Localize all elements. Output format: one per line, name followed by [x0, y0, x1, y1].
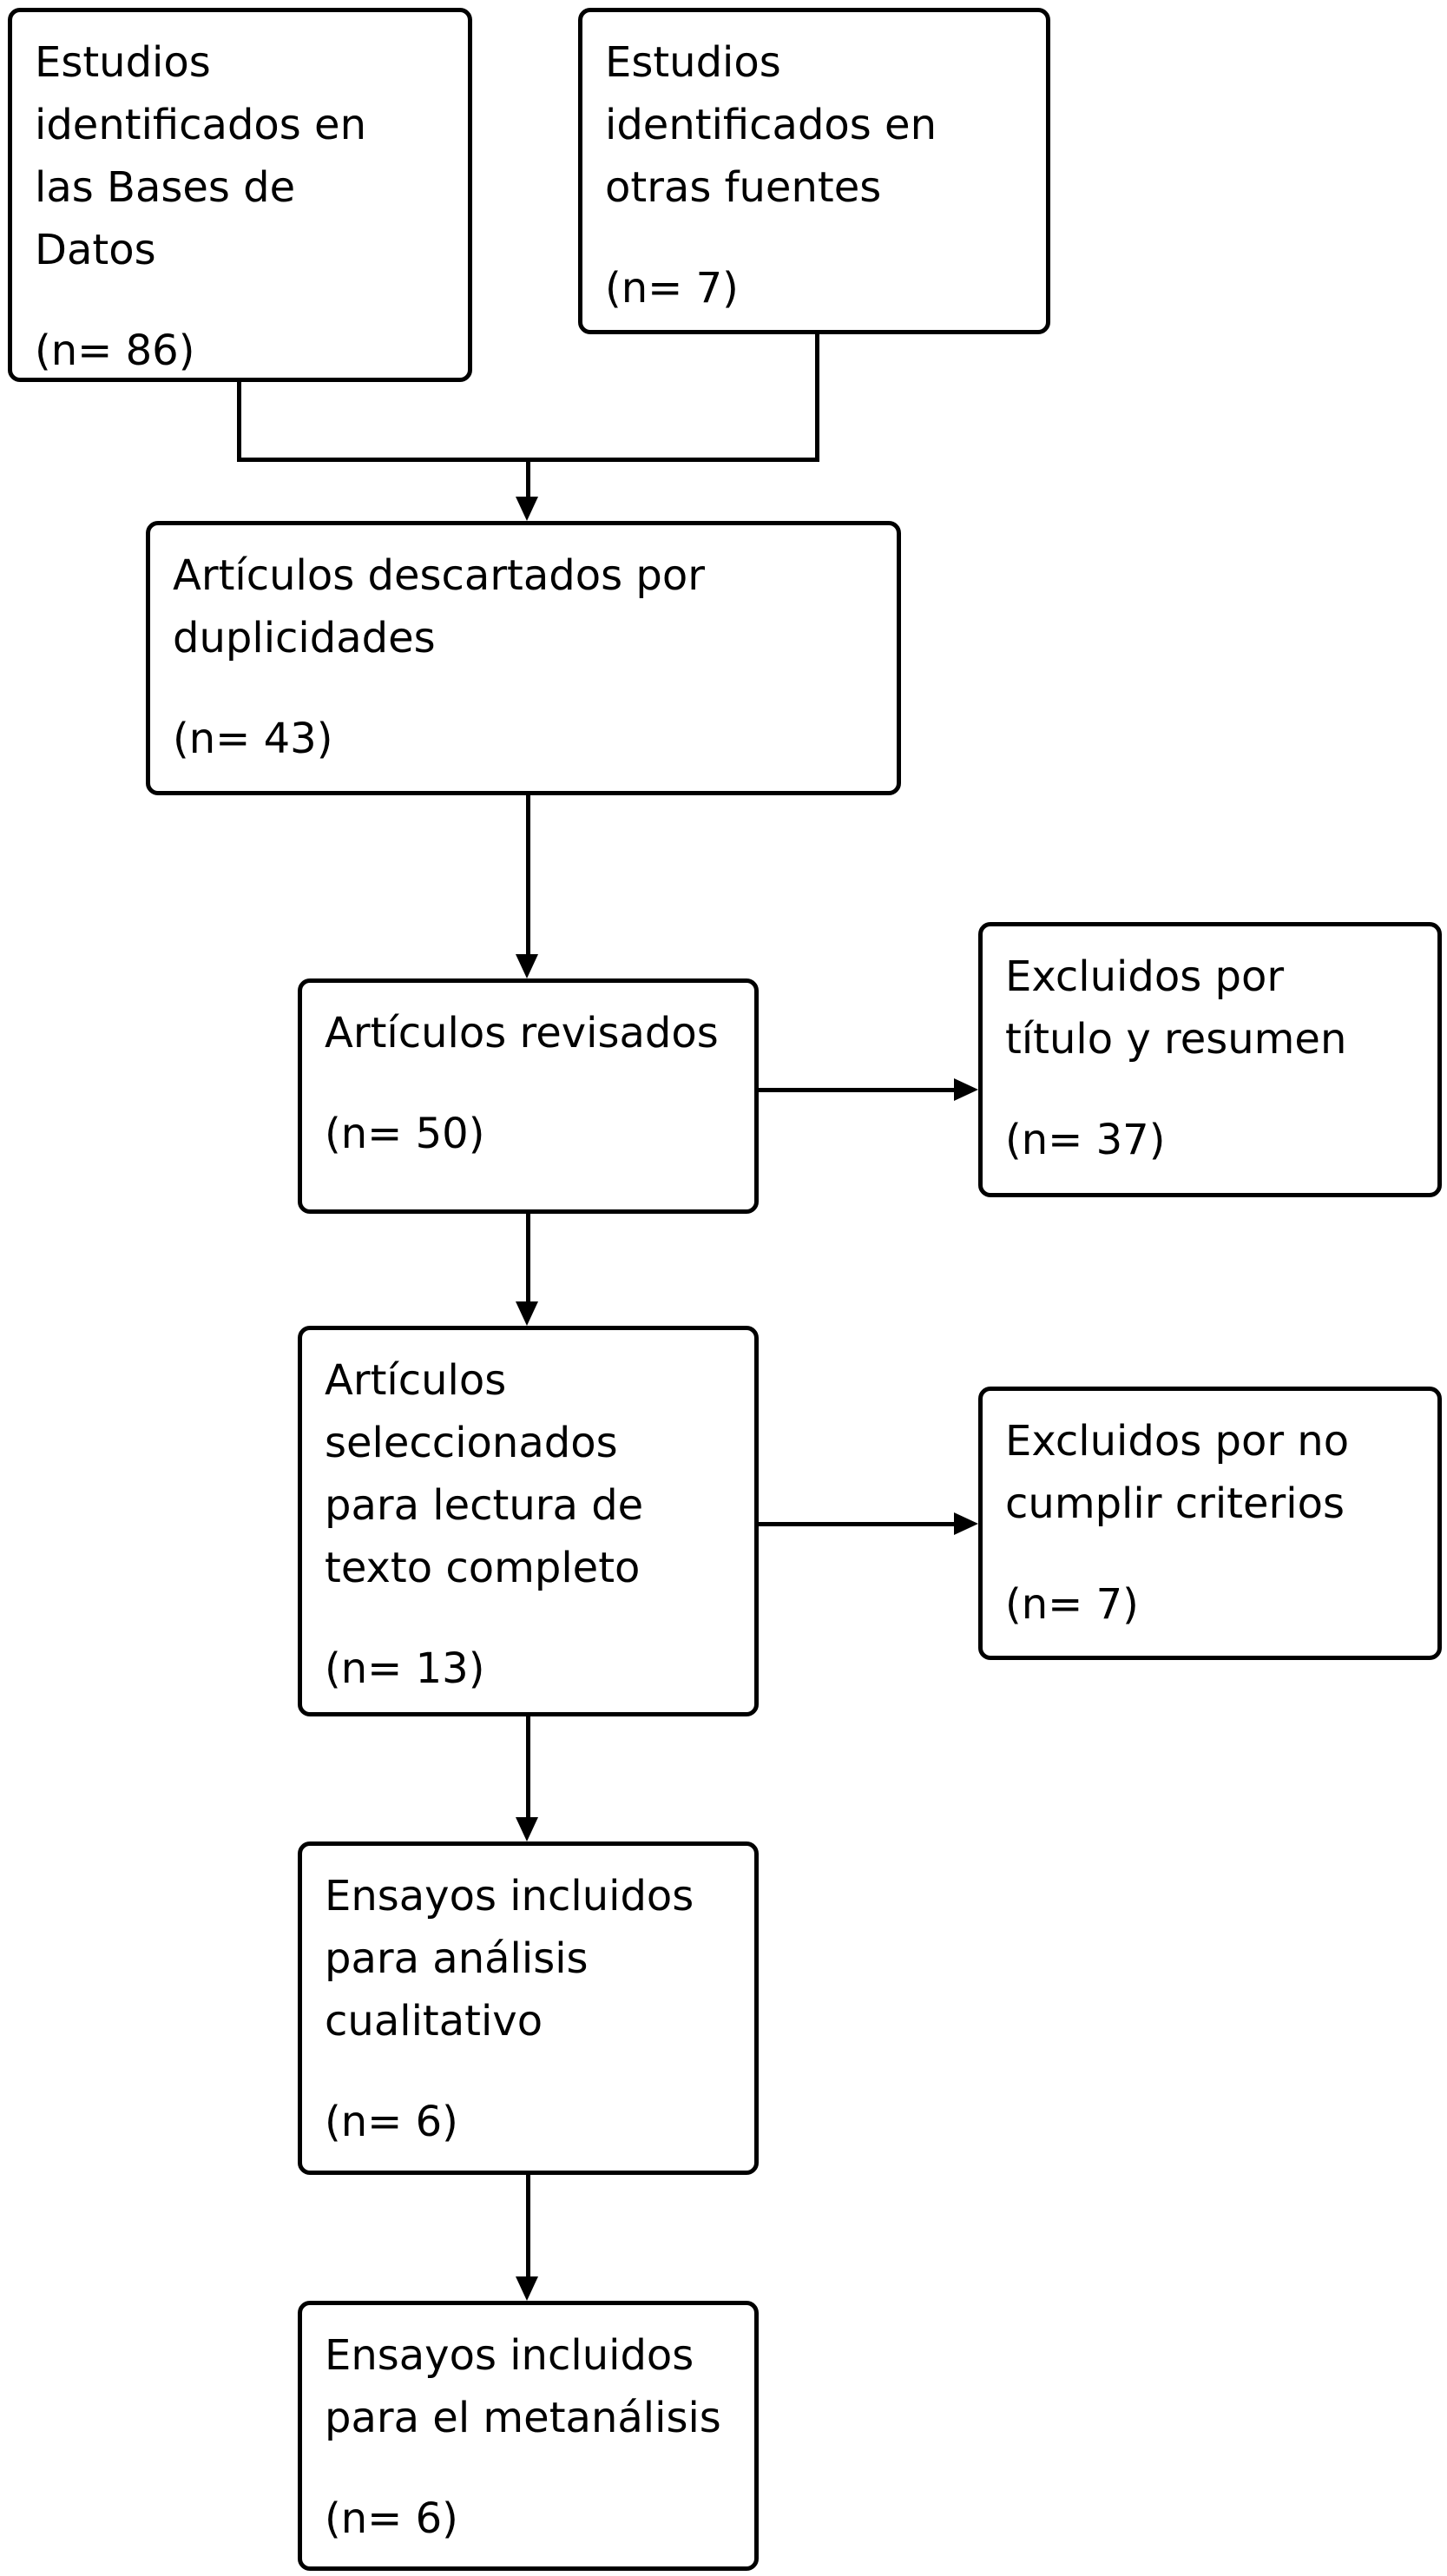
box-excluded-title-abstract-count: (n= 37)	[1005, 1116, 1166, 1164]
box-studies-other-sources-count: (n= 7)	[605, 264, 739, 313]
box-selected-fulltext-label: Artículos seleccionados para lectura de …	[325, 1356, 644, 1592]
arrow-down-icon	[516, 954, 538, 978]
connector-other-sources-drop-line	[815, 333, 819, 462]
box-discarded-duplicates-label: Artículos descartados por duplicidades	[173, 551, 705, 662]
box-articles-reviewed-label: Artículos revisados	[325, 1009, 719, 1057]
arrow-down-icon	[516, 2276, 538, 2301]
box-selected-fulltext: Artículos seleccionados para lectura de …	[298, 1326, 759, 1716]
arrow-down-icon	[516, 1817, 538, 1841]
box-included-meta-analysis-count: (n= 6)	[325, 2494, 458, 2543]
connector-duplicates-to-reviewed-line	[526, 794, 530, 955]
connector-fulltext-to-excluded-criteria-line	[757, 1522, 961, 1526]
box-excluded-criteria-label: Excluidos por no cumplir criterios	[1005, 1417, 1350, 1528]
box-studies-other-sources: Estudios identificados en otras fuentes …	[578, 8, 1050, 334]
connector-merge-to-duplicates-line	[526, 460, 530, 502]
box-included-qualitative-label: Ensayos incluidos para análisis cualitat…	[325, 1872, 694, 2046]
arrow-down-icon	[516, 1301, 538, 1326]
box-excluded-criteria-count: (n= 7)	[1005, 1580, 1139, 1629]
box-discarded-duplicates-count: (n= 43)	[173, 715, 333, 763]
box-studies-databases: Estudios identificados en las Bases de D…	[8, 8, 472, 382]
box-included-qualitative: Ensayos incluidos para análisis cualitat…	[298, 1841, 759, 2175]
arrow-right-icon	[954, 1512, 978, 1535]
box-articles-reviewed-count: (n= 50)	[325, 1110, 485, 1158]
box-included-meta-analysis: Ensayos incluidos para el metanálisis (n…	[298, 2301, 759, 2571]
connector-qualitative-to-meta-line	[526, 2173, 530, 2279]
box-excluded-criteria: Excluidos por no cumplir criterios (n= 7…	[978, 1387, 1442, 1660]
arrow-down-icon	[516, 497, 538, 521]
connector-fulltext-to-qualitative-line	[526, 1715, 530, 1819]
box-included-meta-analysis-label: Ensayos incluidos para el metanálisis	[325, 2331, 721, 2442]
box-discarded-duplicates: Artículos descartados por duplicidades (…	[146, 521, 901, 795]
box-studies-databases-count: (n= 86)	[35, 326, 195, 375]
box-excluded-title-abstract-label: Excluidos por título y resumen	[1005, 952, 1347, 1064]
arrow-right-icon	[954, 1078, 978, 1101]
box-excluded-title-abstract: Excluidos por título y resumen (n= 37)	[978, 922, 1442, 1197]
box-studies-other-sources-label: Estudios identificados en otras fuentes	[605, 38, 937, 212]
connector-merge-horizontal-line	[237, 458, 819, 462]
box-selected-fulltext-count: (n= 13)	[325, 1644, 485, 1693]
connector-reviewed-to-fulltext-line	[526, 1212, 530, 1303]
connector-databases-drop-line	[237, 379, 241, 462]
box-studies-databases-label: Estudios identificados en las Bases de D…	[35, 38, 367, 274]
connector-reviewed-to-excluded-title-line	[757, 1088, 961, 1092]
box-included-qualitative-count: (n= 6)	[325, 2098, 458, 2146]
box-articles-reviewed: Artículos revisados (n= 50)	[298, 978, 759, 1214]
